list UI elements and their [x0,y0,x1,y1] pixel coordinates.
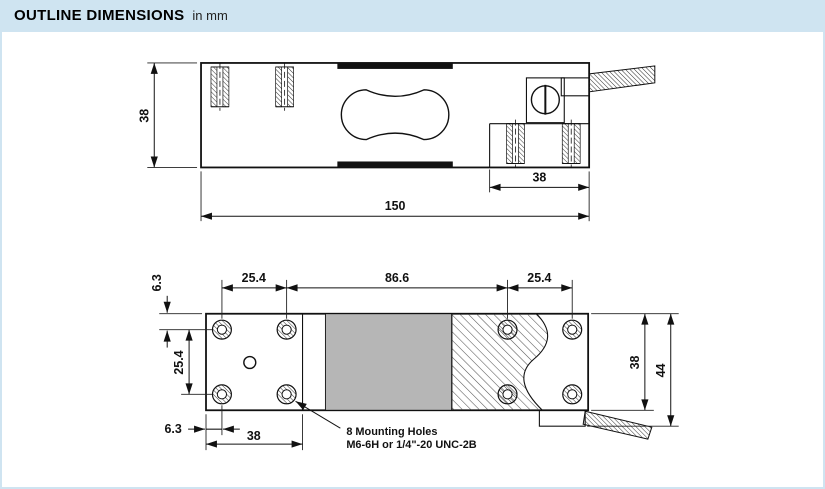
dim-plate-width-label: 38 [247,429,261,443]
dim-height-label: 38 [137,109,151,123]
header-bar: OUTLINE DIMENSIONS in mm [2,2,823,32]
unit-note: in mm [192,8,228,23]
dim-edge-top-label: 6.3 [150,274,164,291]
mounting-hole [497,384,518,405]
mounting-hole [211,384,232,405]
dimensions-bottom-view: 25.4 86.6 25.4 6.3 25.4 38 [150,271,679,451]
screw-bracket [525,77,565,124]
mounting-hole [211,319,232,340]
cable-anchor-block [538,409,586,427]
shaded-midsection [324,313,453,411]
annotation-line1: 8 Mounting Holes [346,426,437,438]
dim-right-offset-label: 38 [532,170,546,184]
annotation-line2: M6-6H or 1/4"-20 UNC-2B [346,439,476,451]
dimensions-top-view: 38 150 38 [137,62,590,222]
mounting-hole [562,319,583,340]
dim-row-pitch-label: 25.4 [172,350,186,374]
mounting-hole [562,384,583,405]
dim-right-pitch-label: 25.4 [527,271,551,285]
top-edge-bar [337,62,453,69]
center-hole [243,355,257,370]
top-view-drawing: 38 150 38 [137,62,656,222]
cable-top-view [588,65,656,93]
dim-center-span-label: 86.6 [385,271,409,285]
binocular-flexure-cutout [340,89,450,141]
dim-overall-height-label: 44 [654,363,668,377]
outline-drawing: 38 150 38 [137,62,679,451]
hatched-pocket [451,313,549,411]
bottom-view-drawing: 25.4 86.6 25.4 6.3 25.4 38 [150,271,679,451]
mounting-hole [276,384,297,405]
page-title: OUTLINE DIMENSIONS [14,7,185,24]
dim-length-label: 150 [385,199,406,213]
cable-bottom-view [582,410,653,440]
mounting-hole [497,319,518,340]
dim-edge-bottom-label: 6.3 [165,422,182,436]
mounting-hole [276,319,297,340]
annotation-leader [295,400,341,429]
dim-left-pitch-label: 25.4 [242,271,266,285]
bottom-edge-bar [337,161,453,168]
dim-body-width-label: 38 [628,356,642,370]
